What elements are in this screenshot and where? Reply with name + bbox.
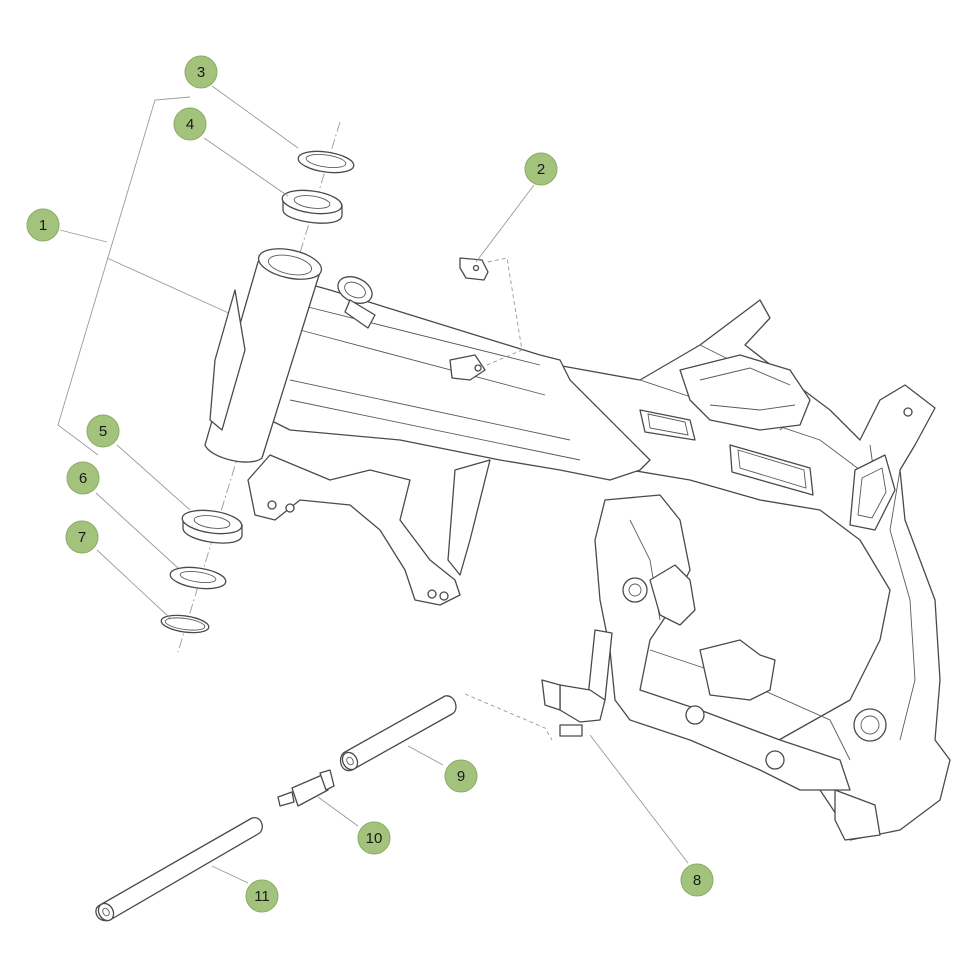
callout-5-label: 5: [99, 423, 107, 440]
pivot-bolt-assembly: [541, 629, 613, 737]
callout-7: 7: [65, 520, 99, 554]
callout-1: 1: [26, 208, 60, 242]
callout-8: 8: [680, 863, 714, 897]
short-tube: [339, 695, 457, 772]
callout-6-label: 6: [79, 470, 87, 487]
callout-2: 2: [524, 152, 558, 186]
callout-1-label: 1: [39, 217, 47, 234]
clip-nut: [459, 257, 489, 281]
callout-11-label: 11: [254, 888, 270, 905]
callout-9-label: 9: [457, 768, 465, 785]
threaded-connector: [277, 769, 335, 807]
callout-4-label: 4: [186, 116, 194, 133]
callout-3-label: 3: [197, 64, 205, 81]
pivot-assembly-line: [464, 693, 553, 741]
upper-steering-bearing: [281, 189, 343, 224]
callout-2-label: 2: [537, 161, 545, 178]
callout-10-label: 10: [366, 830, 383, 847]
clip-assembly-line: [479, 257, 523, 369]
callout-10: 10: [357, 821, 391, 855]
callout-4: 4: [173, 107, 207, 141]
headset-seal-ring: [297, 150, 355, 174]
callout-8-label: 8: [693, 872, 701, 889]
leader-lines: [59, 85, 689, 884]
callout-6: 6: [66, 461, 100, 495]
long-tube: [95, 817, 263, 922]
assembly-bracket: [57, 96, 234, 456]
callout-11: 11: [245, 879, 279, 913]
motorcycle-frame: [204, 248, 951, 841]
lower-steering-bearing: [181, 509, 243, 544]
lower-o-ring: [160, 614, 210, 634]
callout-3: 3: [184, 55, 218, 89]
lower-seal-ring: [169, 566, 227, 590]
callout-7-label: 7: [78, 529, 86, 546]
callout-5: 5: [86, 414, 120, 448]
callout-9: 9: [444, 759, 478, 793]
